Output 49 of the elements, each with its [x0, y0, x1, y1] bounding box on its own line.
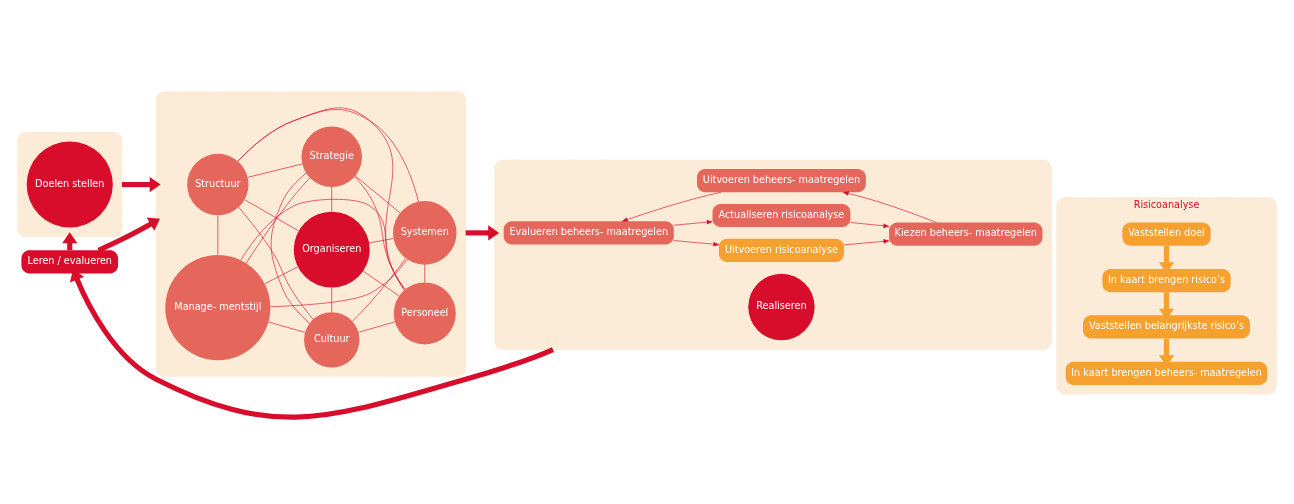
arrow [850, 222, 890, 228]
connector [270, 172, 310, 324]
cluster [155, 91, 466, 377]
node-box: Uitvoeren beheers- maatregelen [697, 169, 866, 193]
node-circle: Strategie [301, 126, 363, 188]
connector [331, 287, 333, 313]
node-circle: Personeel [393, 282, 456, 345]
node-circle: Cultuur [304, 312, 360, 368]
node-box: In kaart brengen risico’s [1102, 268, 1231, 293]
node-box: Vaststellen doel [1122, 222, 1211, 246]
node-circle: Systemen [393, 201, 457, 265]
node-box: Leren / evalueren [21, 250, 119, 274]
connector [245, 177, 311, 264]
node-circle: Manage- mentstijl [165, 255, 271, 361]
arrow [121, 176, 161, 193]
arrow [97, 217, 161, 253]
connector [244, 199, 299, 232]
arrow [622, 191, 722, 222]
node-circle: Realiseren [748, 273, 815, 341]
node-box: Evalueren beheers- maatregelen [503, 221, 674, 245]
node-circle: Structuur [187, 153, 249, 216]
arrow [465, 225, 500, 241]
connector [331, 186, 333, 212]
connector [237, 107, 405, 291]
node-box: Kiezen beheers- maatregelen [889, 222, 1043, 246]
node-box: Actualiseren risicoanalyse [712, 203, 851, 228]
arrow [673, 240, 720, 247]
connector [352, 258, 406, 322]
connector [270, 259, 408, 308]
node-box: Uitvoeren risicoanalyse [718, 238, 844, 262]
connector [362, 270, 400, 297]
node-box: Vaststellen belangrijkste risico’s [1083, 315, 1250, 339]
node-circle: Doelen stellen [26, 141, 113, 228]
connector [355, 175, 401, 214]
arrow [673, 220, 713, 226]
cluster [494, 159, 1052, 350]
connector [358, 321, 396, 333]
connector [268, 321, 306, 333]
node-box: In kaart brengen beheers- maatregelen [1065, 361, 1268, 385]
node-circle: Organiseren [293, 211, 370, 288]
connector [264, 266, 299, 285]
connector [240, 199, 406, 290]
connector [247, 163, 303, 178]
connector [238, 206, 314, 320]
cluster [17, 132, 123, 238]
arrow [843, 239, 890, 246]
arrow [842, 191, 937, 223]
connector [368, 238, 394, 244]
arrow [69, 269, 554, 420]
